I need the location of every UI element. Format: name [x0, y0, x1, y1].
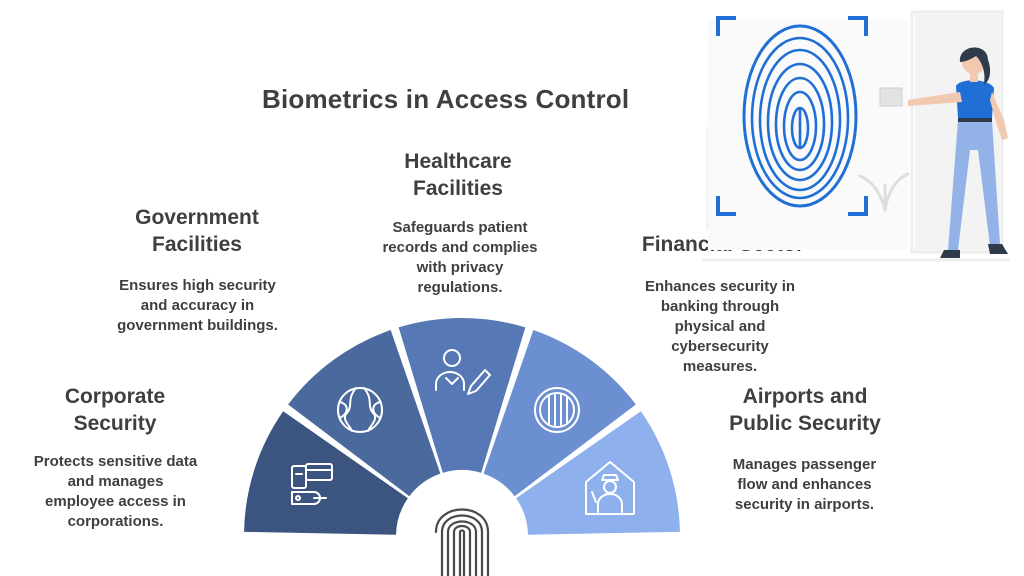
patient-record-icon — [435, 349, 491, 395]
segments-layer — [244, 317, 680, 535]
healthcare-facilities-heading: Healthcare Facilities — [378, 148, 538, 202]
woman-figure — [908, 47, 1008, 258]
desc-line: government buildings. — [117, 317, 278, 334]
desc-line: security in airports. — [734, 496, 875, 513]
desc-line: measures. — [682, 358, 758, 375]
desc-line: cybersecurity — [671, 338, 769, 355]
government-heading-line2: Facilities — [152, 233, 242, 256]
desc-line: Manages passenger — [732, 456, 877, 473]
segment-government — [288, 330, 441, 497]
corporate-heading-line2: Security — [73, 412, 157, 435]
segment-financial — [483, 330, 636, 497]
fingerprint-icon — [434, 508, 490, 576]
desc-line: records and complies — [382, 239, 538, 256]
segment-healthcare — [398, 317, 526, 473]
government-heading-line1: Government — [135, 206, 259, 229]
airports-public-security-description: Manages passenger flow and enhances secu… — [702, 455, 907, 515]
government-facilities-description: Ensures high security and accuracy in go… — [90, 276, 305, 336]
desc-line: Ensures high security — [119, 277, 276, 294]
airports-heading-line2: Public Security — [729, 412, 881, 435]
desc-line: Protects sensitive data — [33, 453, 198, 470]
financial-sector-description: Enhances security in banking through phy… — [620, 277, 820, 377]
desc-line: flow and enhances — [737, 476, 872, 493]
corporate-heading-line1: Corporate — [64, 385, 166, 408]
wall-scanner-device — [879, 87, 903, 107]
vault-icon — [534, 387, 580, 433]
government-facilities-heading: Government Facilities — [112, 204, 282, 258]
security-guard-icon — [585, 461, 635, 515]
icons-layer — [291, 349, 635, 515]
desc-line: banking through — [660, 298, 780, 315]
scan-frame-corners — [716, 16, 868, 216]
desc-line: physical and — [674, 318, 766, 335]
corporate-security-description: Protects sensitive data and manages empl… — [8, 452, 223, 532]
page-title: Biometrics in Access Control — [262, 84, 630, 114]
desc-line: and manages — [67, 473, 164, 490]
segment-corporate — [244, 411, 408, 535]
airports-public-security-heading: Airports and Public Security — [710, 383, 900, 437]
healthcare-heading-line1: Healthcare — [404, 150, 512, 173]
large-fingerprint-icon — [742, 24, 858, 208]
desc-line: with privacy — [416, 259, 504, 276]
desc-line: regulations. — [417, 279, 503, 296]
desc-line: employee access in — [45, 493, 186, 510]
healthcare-heading-line2: Facilities — [413, 177, 503, 200]
desc-line: Enhances security in — [644, 278, 796, 295]
desc-line: Safeguards patient — [392, 219, 528, 236]
desc-line: and accuracy in — [140, 297, 255, 314]
plant-icon — [858, 172, 910, 212]
keycard-reader-icon — [291, 463, 333, 505]
desc-line: corporations. — [67, 513, 164, 530]
corporate-security-heading: Corporate Security — [40, 383, 190, 437]
airports-heading-line1: Airports and — [742, 385, 868, 408]
healthcare-facilities-description: Safeguards patient records and complies … — [360, 218, 560, 298]
globe-icon — [337, 387, 383, 433]
